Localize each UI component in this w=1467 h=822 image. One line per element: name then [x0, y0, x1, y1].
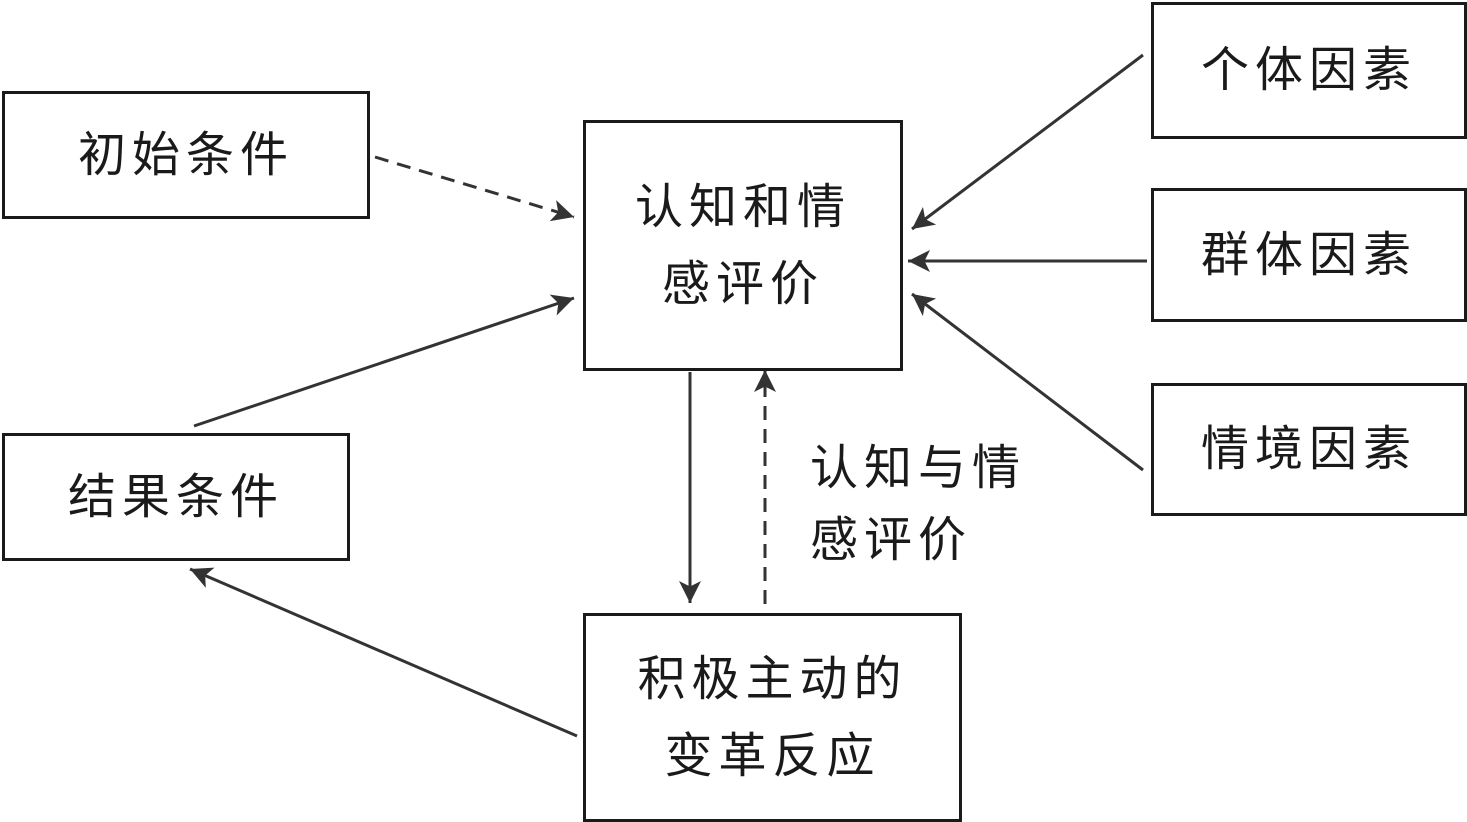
node-initial-conditions-label: 初始条件	[77, 126, 294, 183]
node-initial-conditions: 初始条件	[2, 91, 370, 219]
node-group-factors-label: 群体因素	[1200, 226, 1417, 283]
node-appraisal-text: 认知和情 感评价	[635, 169, 851, 323]
node-result-conditions: 结果条件	[2, 433, 350, 561]
node-situational-factors-label: 情境因素	[1200, 421, 1417, 478]
node-situational-factors: 情境因素	[1151, 383, 1467, 516]
node-response-line2: 变革反应	[664, 727, 881, 784]
arrow-result-to-appraisal	[193, 294, 575, 428]
edge-label-feedback: 认知与情 感评价	[810, 432, 1026, 576]
node-appraisal-line2: 感评价	[661, 255, 824, 312]
edge-label-feedback-line1: 认知与情	[810, 440, 1027, 496]
node-group-factors: 群体因素	[1151, 188, 1467, 322]
node-result-conditions-label: 结果条件	[67, 468, 284, 525]
node-individual-factors-label: 个体因素	[1200, 42, 1417, 99]
arrow-initial-to-appraisal	[374, 155, 575, 222]
arrow-individual-to-appraisal	[911, 53, 1144, 231]
node-response-line1: 积极主动的	[637, 650, 908, 707]
node-appraisal-line1: 认知和情	[634, 178, 851, 235]
node-individual-factors: 个体因素	[1151, 2, 1467, 139]
node-response-text: 积极主动的 变革反应	[637, 641, 907, 795]
node-response: 积极主动的 变革反应	[583, 613, 962, 822]
edge-label-feedback-line2: 感评价	[810, 512, 973, 568]
arrow-response-to-result	[189, 567, 578, 738]
node-appraisal: 认知和情 感评价	[583, 120, 903, 371]
